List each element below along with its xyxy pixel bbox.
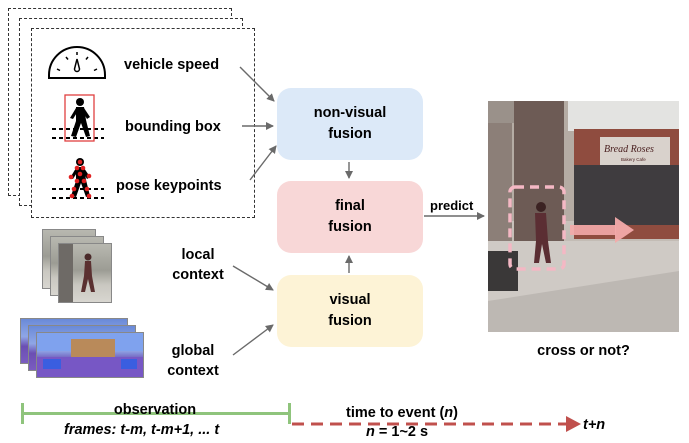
storefront-sign-line1: Bread Roses <box>604 144 654 155</box>
tte-prefix: time to event ( <box>346 405 445 421</box>
bounding-box-label: bounding box <box>125 119 221 135</box>
observation-end-tick <box>288 403 291 424</box>
global-to-visual-arrow <box>232 324 274 356</box>
visual-line1: visual <box>329 292 371 308</box>
local-to-visual-arrow <box>232 265 274 291</box>
bounding-box-pedestrian-icon <box>52 94 104 142</box>
local-context-label: local context <box>168 245 228 285</box>
frames-t2: t-m <box>151 422 174 438</box>
observation-timeline-bar <box>22 412 290 415</box>
frames-label: frames: t-m, t-m+1, ... t <box>64 420 219 440</box>
pose-keypoints-label: pose keypoints <box>116 178 222 194</box>
final-fusion-box: final fusion <box>277 181 423 253</box>
n-range-label: n = 1~2 s <box>366 422 428 442</box>
frames-t3: t <box>214 422 220 438</box>
global-label-line2: context <box>167 363 219 379</box>
frames-prefix: frames: <box>64 422 121 438</box>
global-label-line1: global <box>171 343 215 359</box>
time-to-event-label: time to event (n) <box>346 403 458 423</box>
final-line1: final <box>335 198 365 214</box>
local-label-line2: context <box>172 267 224 283</box>
storefront-sign-line2: Bakery Cafe <box>621 157 646 162</box>
global-context-frame-1 <box>36 332 144 378</box>
final-line2: fusion <box>328 219 372 235</box>
speed-to-nonvisual-arrow <box>239 66 275 102</box>
n-var: n <box>366 424 375 440</box>
non-visual-fusion-box: non-visual fusion <box>277 88 423 160</box>
visual-line2: fusion <box>328 313 372 329</box>
cross-or-not-label: cross or not? <box>537 343 630 359</box>
street-scene-art: Bread Roses Bakery Cafe <box>488 101 679 332</box>
tte-n: n <box>444 405 454 421</box>
global-context-street-icon <box>37 333 143 377</box>
local-context-frame-1 <box>58 243 112 303</box>
non-visual-line2: fusion <box>328 126 372 142</box>
non-visual-line1: non-visual <box>313 105 387 121</box>
pose-keypoints-icon <box>52 158 104 199</box>
global-context-label: global context <box>162 341 224 381</box>
visual-fusion-box: visual fusion <box>277 275 423 347</box>
tte-suffix: ) <box>453 405 458 421</box>
pose-to-nonvisual-arrow <box>249 145 277 181</box>
frames-sep1: , <box>142 422 152 438</box>
frames-t2-suffix: +1, ... <box>173 422 215 438</box>
predict-label: predict <box>430 198 474 213</box>
local-context-pedestrian-icon <box>59 244 95 302</box>
observation-start-tick <box>21 403 24 424</box>
frames-t1: t-m <box>120 422 143 438</box>
n-range: = 1~2 s <box>374 424 429 440</box>
street-scene-image: Bread Roses Bakery Cafe <box>488 101 679 332</box>
vehicle-speed-label: vehicle speed <box>124 57 220 73</box>
speedometer-icon <box>48 46 106 79</box>
observation-label: observation <box>113 402 197 418</box>
t-plus-n-label: t+n <box>583 417 606 433</box>
local-label-line1: local <box>181 247 215 263</box>
